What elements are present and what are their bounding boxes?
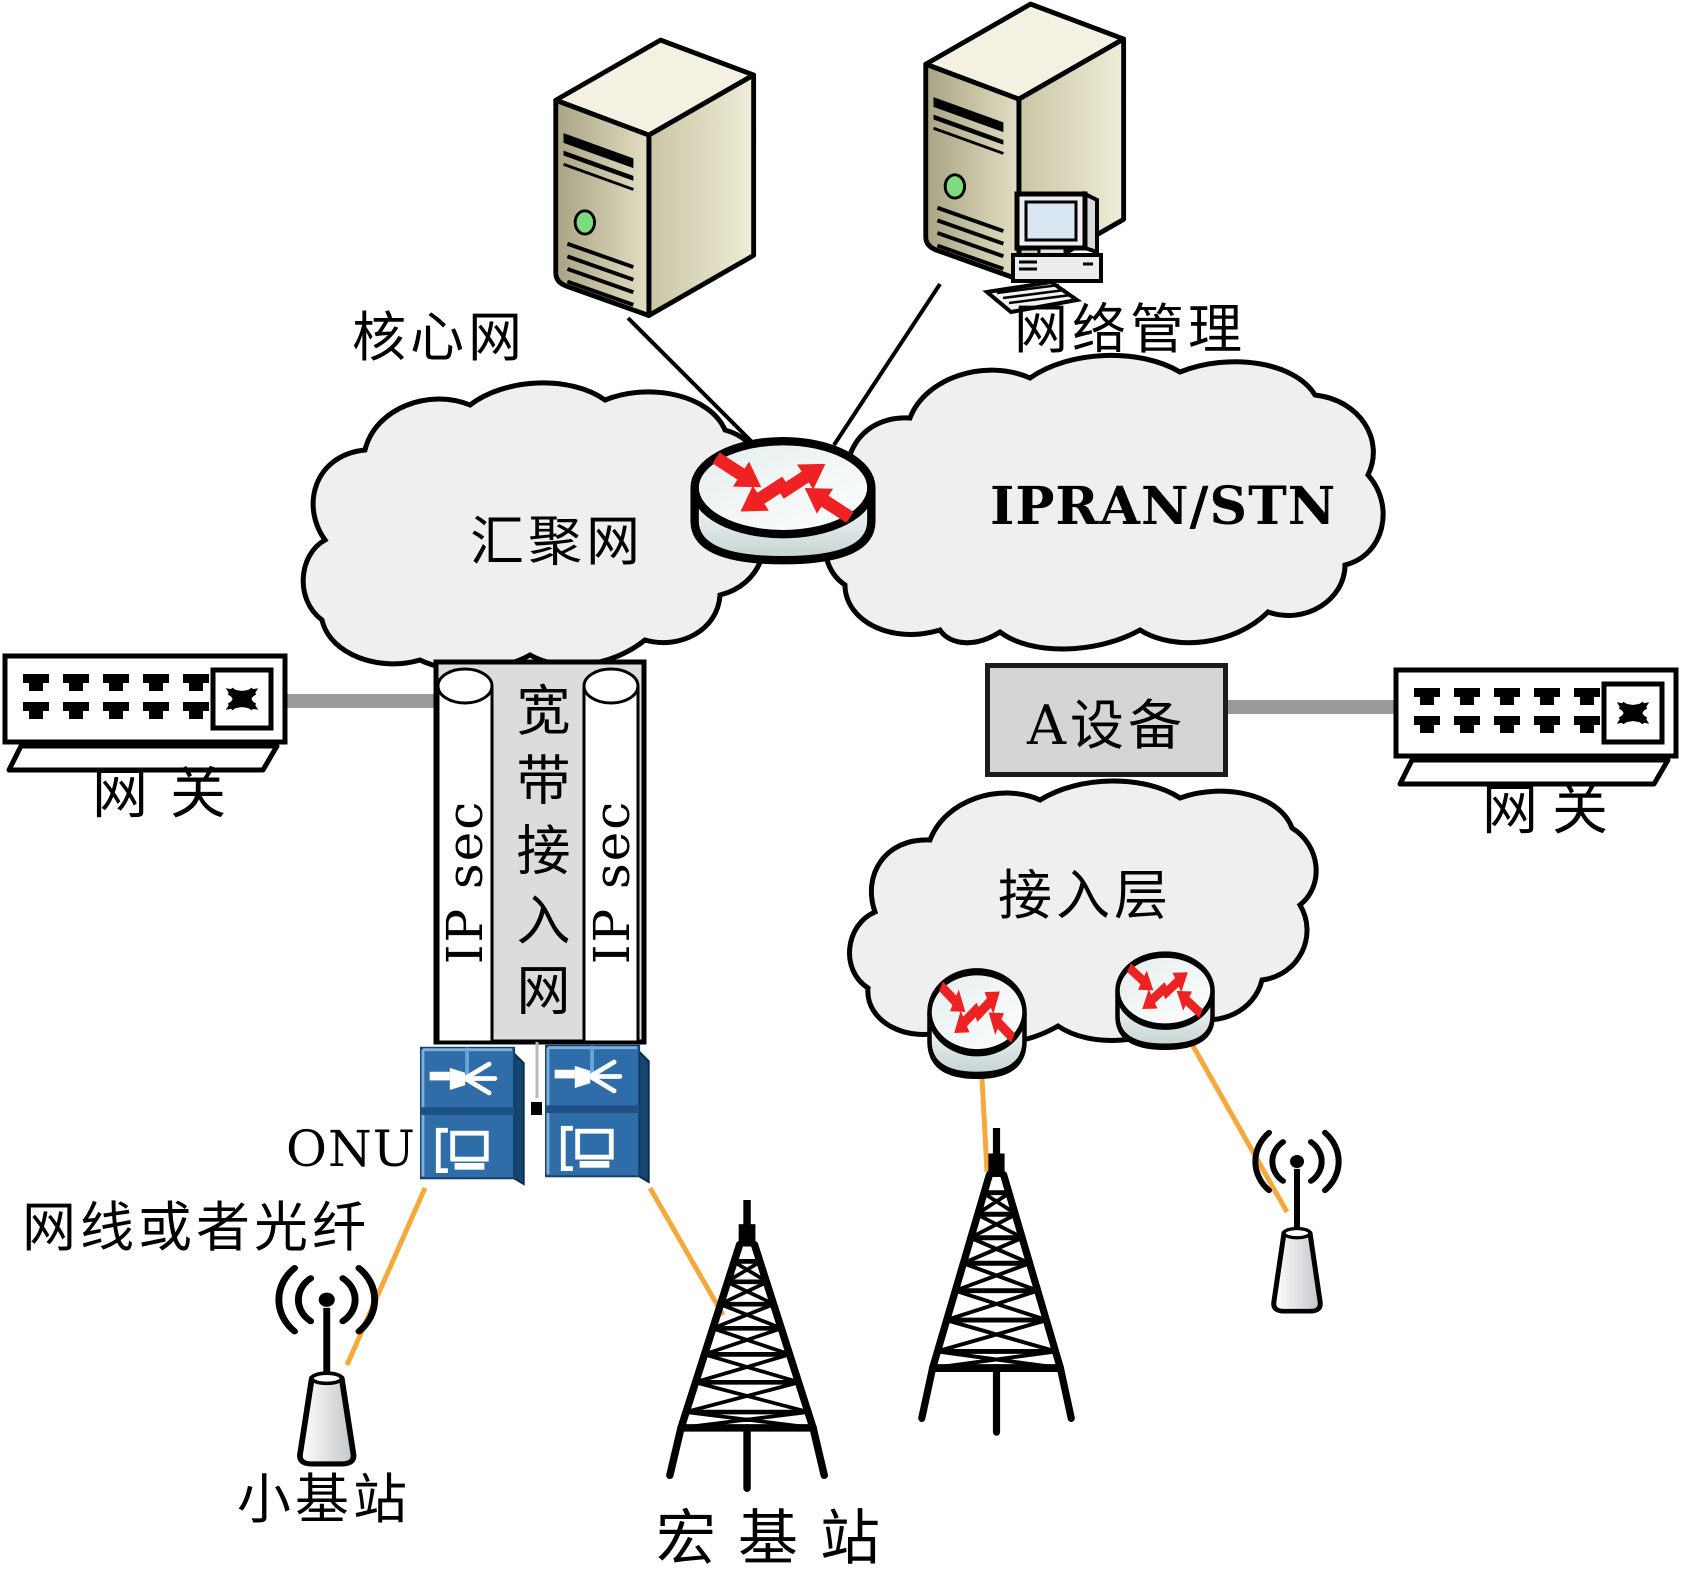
gateway-left-icon [5, 656, 285, 770]
ipran-stn-label: IPRAN/STN [990, 476, 1337, 537]
server-links [626, 282, 942, 449]
core-network-label: 核心网 [352, 306, 526, 369]
gray-links [277, 694, 1407, 714]
ipsec-left-label: IP sec [436, 799, 494, 965]
broadband-access-label: 宽带接入网 [507, 682, 570, 1032]
onu-left-icon [421, 1048, 524, 1184]
onu-right-icon [546, 1046, 649, 1182]
core-network-server-icon [556, 40, 754, 315]
onu-label: ONU [286, 1120, 416, 1178]
access-layer-label: 接入层 [998, 864, 1172, 927]
gateway-left-label: 网关 [92, 762, 248, 827]
network-management-label: 网络管理 [1014, 298, 1246, 361]
core-router-icon [695, 441, 872, 560]
gateway-right-label: 网关 [1482, 778, 1622, 843]
a-device-box: A设备 [985, 663, 1228, 777]
fiber-links [344, 1044, 1290, 1367]
aggregation-cloud-shape [300, 380, 768, 673]
a-device-label: A设备 [1027, 693, 1186, 757]
macro-base-station-tower-icon [670, 1200, 824, 1488]
macro-tower-right-icon [922, 1128, 1071, 1432]
small-base-station-label: 小基站 [237, 1468, 411, 1531]
small-base-station-icon [279, 1268, 375, 1464]
cable-or-fiber-label: 网线或者光纤 [22, 1196, 370, 1259]
small-cell-right-icon [1255, 1133, 1338, 1312]
ipsec-right-label: IP sec [583, 799, 641, 965]
access-router-left-icon [930, 972, 1025, 1076]
aggregation-network-label: 汇聚网 [470, 510, 644, 573]
macro-base-station-label: 宏基站 [656, 1504, 902, 1574]
gateway-right-icon [1396, 670, 1676, 784]
access-router-right-icon [1118, 955, 1213, 1047]
pipe-tunnel-icon [433, 659, 647, 1115]
